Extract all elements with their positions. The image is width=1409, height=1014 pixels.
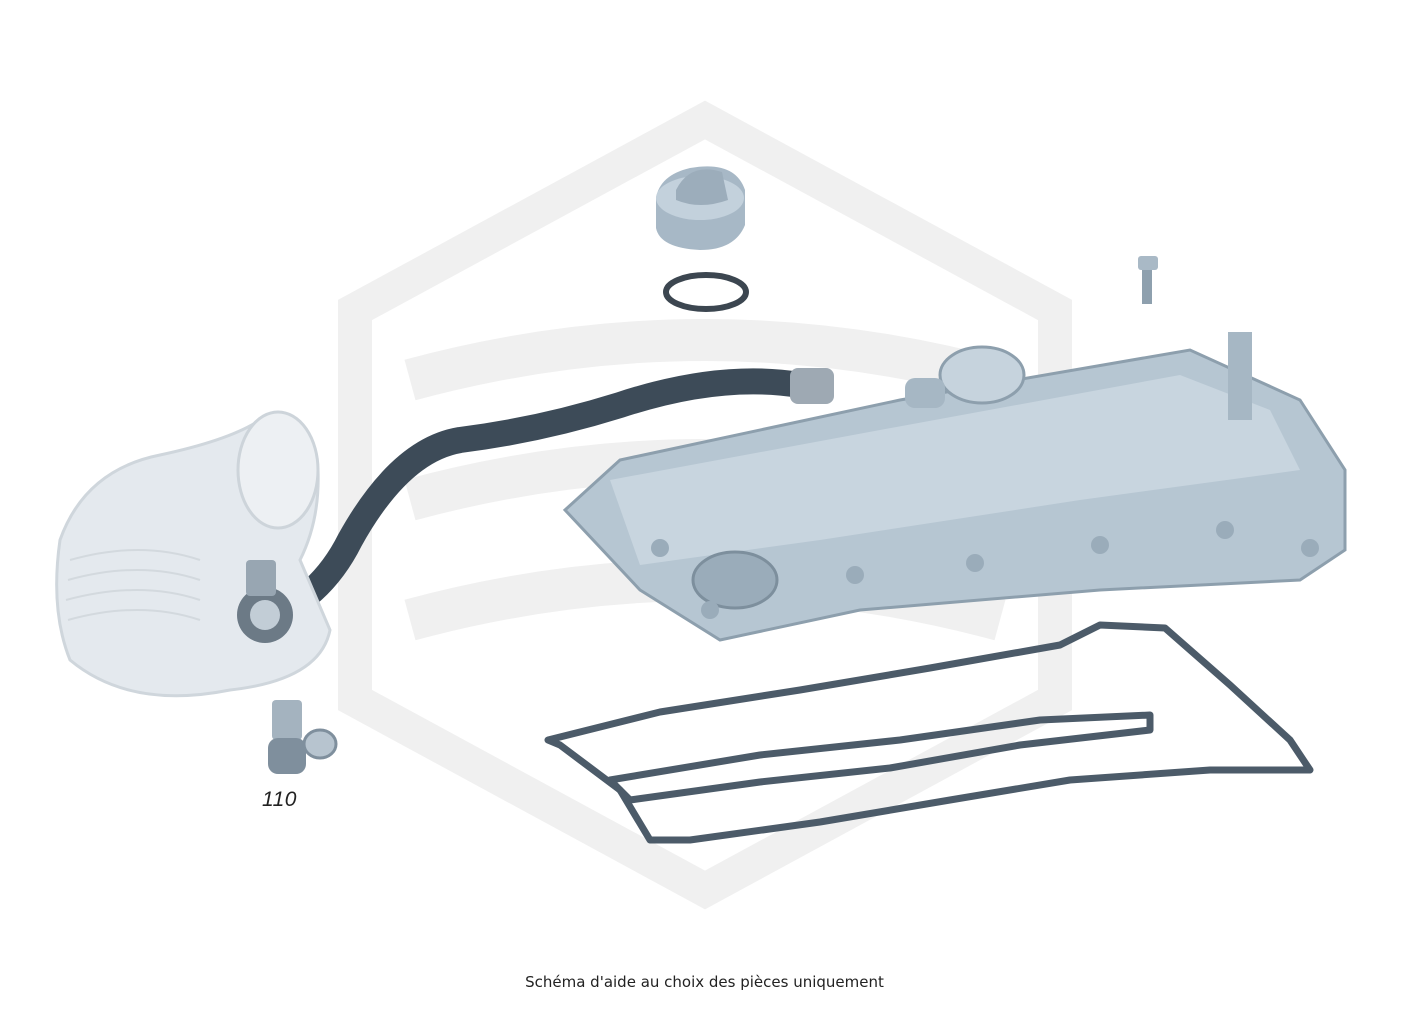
breather-hose xyxy=(249,368,834,633)
intake-tube xyxy=(55,410,332,698)
valve-cover xyxy=(562,332,1347,642)
o-ring-seal xyxy=(663,272,749,312)
crankcase-vent-valve xyxy=(268,700,338,774)
part-callout-110: 110 xyxy=(262,788,297,811)
diagram-caption: Schéma d'aide au choix des pièces unique… xyxy=(525,973,884,991)
valve-cover-gasket xyxy=(544,621,1314,844)
mounting-bolt xyxy=(1138,256,1158,304)
sensor-connector xyxy=(246,560,276,596)
oil-filler-cap xyxy=(656,166,745,250)
